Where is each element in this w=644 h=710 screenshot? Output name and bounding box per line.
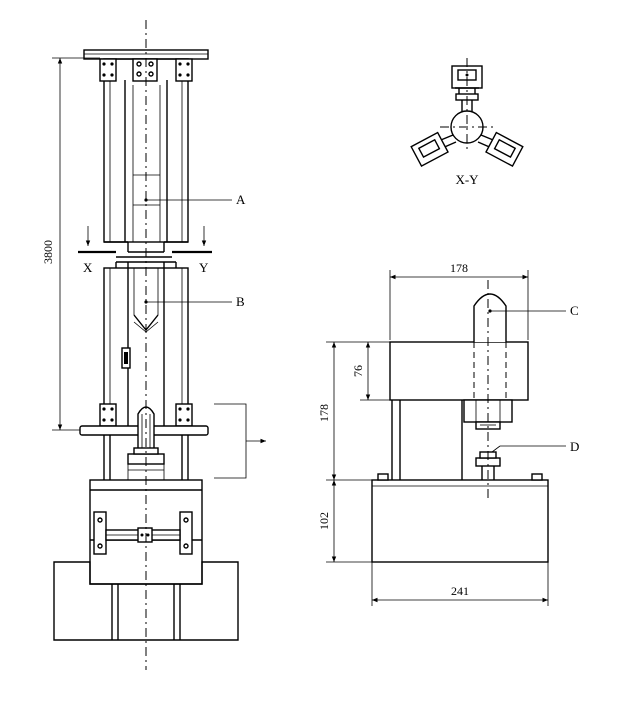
label-d: D xyxy=(570,439,579,454)
bolt-block-br xyxy=(175,403,193,427)
head-block xyxy=(389,341,529,401)
bracket xyxy=(214,403,247,479)
center-block-top xyxy=(132,58,158,82)
base-side xyxy=(371,479,549,563)
punch-rod-c xyxy=(473,293,507,342)
side-elevation: 178 76 178 102 241 C D xyxy=(317,261,579,606)
bolt-block-bl xyxy=(99,403,117,427)
label-section-xy: X-Y xyxy=(455,172,479,187)
label-x: X xyxy=(83,260,93,275)
dim-height-base: 102 xyxy=(317,512,331,530)
section-view-xy: X-Y xyxy=(410,58,524,187)
bolt-block-tr xyxy=(175,58,193,82)
label-c: C xyxy=(570,303,579,318)
base-block xyxy=(53,561,239,641)
dim-height-frame: 178 xyxy=(317,404,331,422)
label-y: Y xyxy=(199,260,209,275)
top-plate xyxy=(83,49,209,60)
dim-height-upper: 76 xyxy=(351,365,365,377)
label-b: B xyxy=(236,294,245,309)
dim-width-base: 241 xyxy=(451,584,469,598)
dim-height-total: 3800 xyxy=(41,240,55,264)
label-a: A xyxy=(236,192,246,207)
bolt-block-tl xyxy=(99,58,117,82)
dim-width-top: 178 xyxy=(450,261,468,275)
front-elevation: 3800 X Y A B xyxy=(41,20,266,670)
